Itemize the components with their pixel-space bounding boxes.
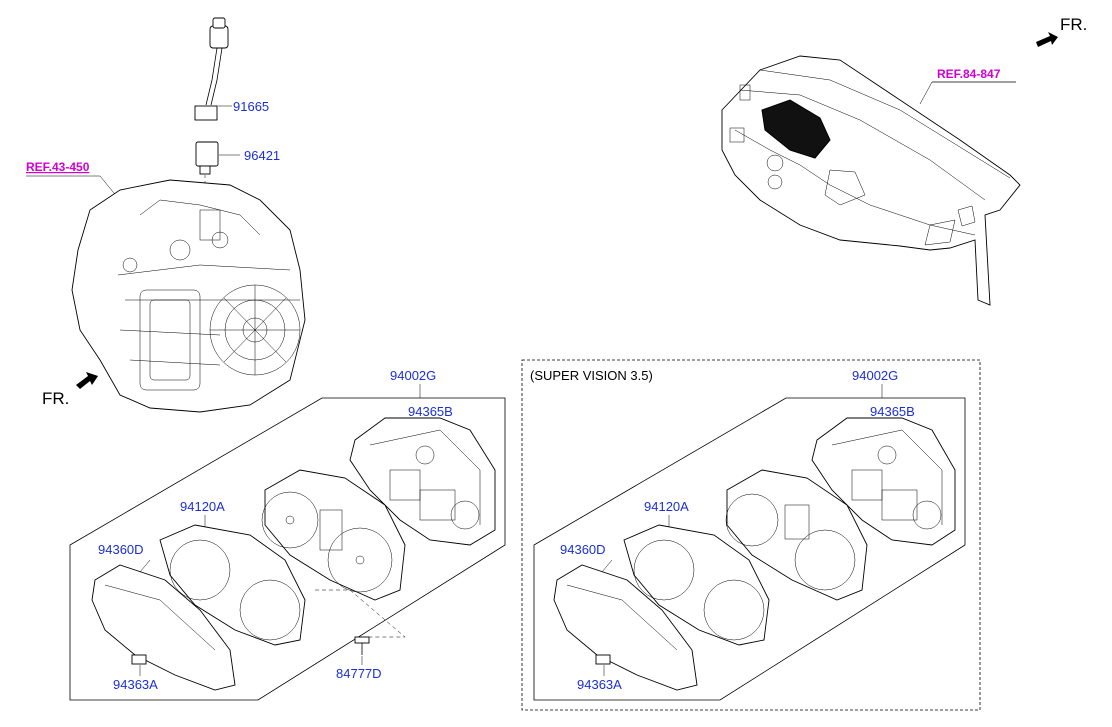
part-94360D-label-b: 94360D bbox=[560, 542, 606, 557]
cluster-group-standard: 94002G 94365B 94120A 94360D 94363A bbox=[69, 368, 506, 701]
part-94002G-label-a: 94002G bbox=[390, 368, 436, 383]
part-96421-label: 96421 bbox=[244, 148, 280, 163]
part-94002G-label-b: 94002G bbox=[852, 368, 898, 383]
sensor-91665: 91665 bbox=[194, 17, 269, 121]
part-94120A-label-b: 94120A bbox=[644, 499, 689, 514]
part-94365B-label-a: 94365B bbox=[408, 404, 453, 419]
part-94120A-label-a: 94120A bbox=[180, 499, 225, 514]
fr-arrow-top-icon bbox=[1036, 32, 1058, 47]
fr-label-left: FR. bbox=[42, 389, 69, 408]
ref-dash-label: REF.84-847 bbox=[937, 67, 1001, 81]
transmission-assembly: REF.43-450 bbox=[26, 160, 306, 413]
fr-arrow-left: FR. bbox=[42, 372, 98, 408]
part-91665-label: 91665 bbox=[233, 99, 269, 114]
dashboard-assembly: REF.84-847 bbox=[721, 55, 1021, 306]
fr-arrow-left-icon bbox=[76, 372, 98, 389]
super-vision-label: (SUPER VISION 3.5) bbox=[530, 368, 653, 383]
ref-transmission-label: REF.43-450 bbox=[26, 160, 90, 174]
part-94363A-label-b: 94363A bbox=[577, 677, 622, 692]
part-94360D-label-a: 94360D bbox=[98, 542, 144, 557]
sensor-96421: 96421 bbox=[195, 141, 280, 205]
part-94363A-label-a: 94363A bbox=[113, 677, 158, 692]
fr-arrow-top: FR. bbox=[1036, 15, 1087, 47]
part-94365B-label-b: 94365B bbox=[870, 404, 915, 419]
fr-label-top: FR. bbox=[1060, 15, 1087, 34]
cluster-group-super-vision: (SUPER VISION 3.5) 94002G 94365B 94120A … bbox=[521, 359, 981, 711]
part-84777D-label: 84777D bbox=[336, 666, 382, 681]
